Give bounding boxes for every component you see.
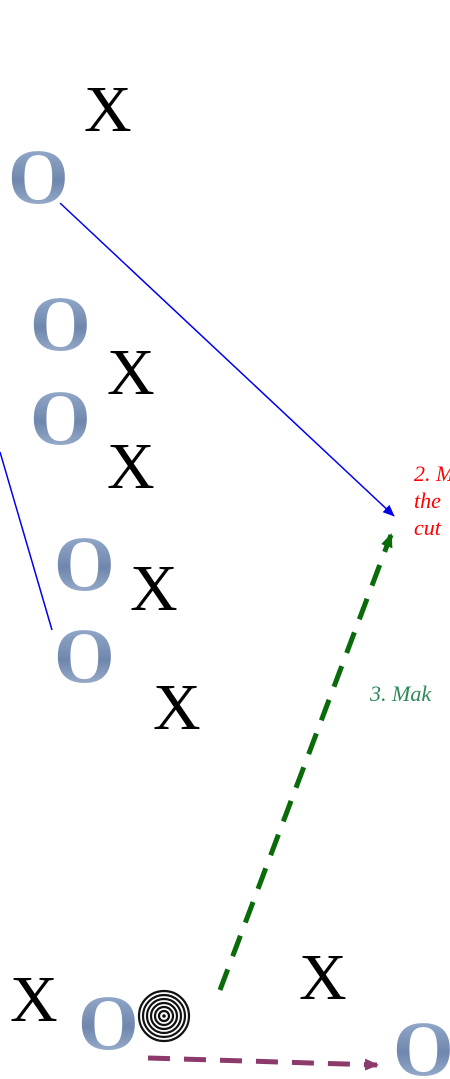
- x-mark: X: [130, 552, 178, 625]
- x-mark: X: [10, 963, 58, 1036]
- annotation-step-2-line-1: 2. M: [414, 461, 450, 486]
- annotation-step-2-line-2: the: [414, 488, 441, 513]
- annotation-step-3: 3. Mak: [370, 681, 432, 706]
- blue-arrow-line: [59, 202, 395, 517]
- o-mark: O: [8, 133, 69, 220]
- x-mark: X: [107, 336, 155, 409]
- x-mark: X: [299, 941, 347, 1014]
- spiral-icon: [137, 989, 191, 1043]
- o-mark: O: [393, 1010, 450, 1079]
- annotation-step-2-line-3: cut: [414, 515, 441, 540]
- green-dashed-arrow: [217, 533, 394, 991]
- x-mark: X: [153, 671, 201, 744]
- purple-dashed-arrow: [147, 1055, 379, 1071]
- o-mark: O: [54, 612, 115, 699]
- o-mark: O: [78, 979, 139, 1066]
- x-mark: X: [84, 73, 132, 146]
- o-mark: O: [54, 520, 115, 607]
- blue-side-line: [0, 451, 53, 631]
- x-mark: X: [107, 430, 155, 503]
- o-mark: O: [30, 280, 91, 367]
- o-mark: O: [30, 374, 91, 461]
